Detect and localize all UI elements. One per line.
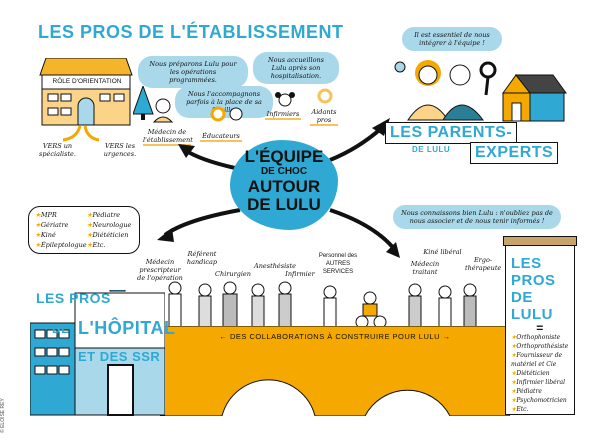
specialty-item: ★Épileptologue <box>35 241 87 249</box>
lulu-pro-item: ★Orthoprothésiste <box>511 343 569 350</box>
parents-banner-3: EXPERTS <box>470 142 559 164</box>
specialty-item: ★Gériatre <box>35 221 69 229</box>
orientation-house-icon <box>39 58 133 126</box>
staff-infirmier: Infirmier <box>285 270 315 278</box>
hospital-title-3: L'HÔPITAL <box>78 318 176 338</box>
parents-banner-1: LES PARENTS- <box>385 122 518 144</box>
specialty-item: ★Pédiatre <box>86 211 121 219</box>
staff-medecin-prescripteur: Médecin prescripteur de l'opération <box>137 258 183 282</box>
staff-ergotherapeute: Ergo-thérapeute <box>465 256 502 272</box>
center-line-2: DE CHOC <box>260 166 308 177</box>
lulu-pros-title-1: LES PROS <box>511 255 556 289</box>
center-line-3: AUTOUR <box>247 177 321 196</box>
lulu-pro-item: ★Infirmier libéral <box>511 379 566 386</box>
hospital-title-2: DE <box>52 322 70 336</box>
specialty-item: ★Neurologue <box>86 221 132 229</box>
vers-specialiste: VERS un spécialiste. <box>39 142 76 158</box>
center-team-blob: L'ÉQUIPE DE CHOC AUTOUR DE LULU <box>230 140 338 230</box>
lulu-pro-item: ★Diététicien <box>511 370 550 377</box>
center-line-4: DE LULU <box>247 195 321 214</box>
specialty-item: ★Etc. <box>86 241 106 249</box>
specialty-item: ★MPR <box>35 211 57 219</box>
lulu-pro-item: ★Pédiatre <box>511 388 542 395</box>
bridge-icon <box>160 326 510 416</box>
team-people-icon <box>168 281 477 329</box>
lulu-pros-building: LES PROS DE LULU = ★Orthophoniste ★Ortho… <box>503 236 577 415</box>
staff-chirurgien: Chirurgien <box>215 270 251 278</box>
hospital-title-1: LES PROS <box>36 290 111 306</box>
specialty-item: ★Diététicien <box>86 231 129 239</box>
staff-kine-liberal: Kiné libéral <box>423 248 462 256</box>
role-infirmiers: Infirmiers <box>265 110 301 120</box>
center-line-1: L'ÉQUIPE <box>244 147 324 166</box>
lulu-pro-item: ★Fournisseur de matériel et Cie <box>511 352 563 368</box>
bridge-text: ← DES COLLABORATIONS À CONSTRUIRE POUR L… <box>219 332 451 341</box>
copyright: © ELOÏSE REY <box>0 398 6 433</box>
vers-urgences: VERS les urgences. <box>103 142 137 158</box>
parents-banner-2: DE LULU <box>412 145 451 154</box>
speech-bubble-parents: Il est essentiel de nous intégrer à l'éq… <box>402 27 502 51</box>
etablissement-title: LES PROS DE L'ÉTABLISSEMENT <box>38 22 344 42</box>
orientation-arrows-icon <box>62 125 100 142</box>
staff-autres-services: Personnel des AUTRES SERVICES <box>318 253 358 275</box>
building-roof <box>503 236 577 246</box>
etablissement-characters-icon <box>133 86 333 123</box>
speech-bubble-lulu-pros: Nous connaissons bien Lulu : n'oubliez p… <box>393 205 561 229</box>
role-medecin-etablissement: Médecin de l'établissement <box>143 128 193 146</box>
hospital-specialties-bubble: ★MPR ★Pédiatre ★Gériatre ★Neurologue ★Ki… <box>28 206 140 254</box>
speech-bubble-operations: Nous préparons Lulu pour les opérations … <box>138 56 248 88</box>
house-label: RÔLE D'ORIENTATION <box>52 78 122 85</box>
staff-anesthesiste: Anesthésiste <box>254 262 296 270</box>
role-educateurs: Éducateurs <box>200 132 242 142</box>
staff-referent-handicap: Référent handicap <box>186 250 218 266</box>
svg-text:+: + <box>113 290 121 291</box>
specialty-item: ★Kiné <box>35 231 56 239</box>
parents-illustration-icon <box>394 60 567 122</box>
lulu-pro-item: ★Psychomotricien <box>511 397 567 404</box>
role-aidants-pros: Aidants pros <box>310 108 338 126</box>
lulu-pros-title-2: DE LULU <box>511 289 553 323</box>
speech-bubble-hospitalisation: Nous accueillons Lulu après son hospital… <box>253 52 339 84</box>
hospital-title-4: ET DES SSR <box>78 349 161 364</box>
lulu-pros-equals: = <box>536 321 544 335</box>
staff-medecin-traitant: Médecin traitant <box>410 260 440 276</box>
lulu-pro-item: ★Orthophoniste <box>511 334 561 341</box>
hospital-building-icon: + <box>30 290 165 416</box>
lulu-pro-item: ★Etc. <box>511 406 529 413</box>
